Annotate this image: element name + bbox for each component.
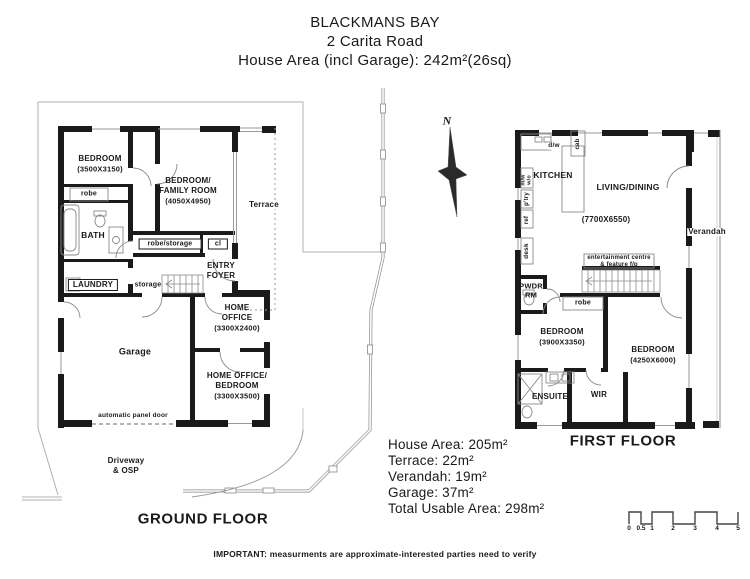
first-floor-title: FIRST FLOOR	[569, 432, 677, 450]
scale-label-4: 4	[715, 525, 719, 532]
gf-home-office-label-2: OFFICE	[221, 313, 253, 322]
ff-cab-label: cab	[575, 138, 581, 150]
ground-floor-doors	[63, 163, 241, 373]
ff-pwdr-label-1: PWDR	[519, 281, 543, 291]
ff-ensuite-label: ENSUITE	[531, 392, 569, 401]
ff-bedroom2-dim: (4250X6000)	[630, 355, 676, 365]
north-label: N	[442, 113, 452, 128]
ff-ref-label: ref	[524, 215, 530, 225]
ground-floor-stairs	[161, 274, 204, 294]
gf-garage-label: Garage	[118, 346, 152, 357]
area-total: Total Usable Area: 298m²	[388, 501, 545, 516]
ff-pwdr-label-2: RM	[524, 290, 538, 300]
gf-terrace-label: Terrace	[247, 200, 281, 209]
ff-entertainment-label-1: entertainment centre	[587, 255, 651, 261]
north-arrow	[437, 126, 468, 218]
street-address: 2 Carita Road	[326, 33, 424, 50]
scale-bar	[628, 511, 739, 525]
ff-wir-label: WIR	[590, 390, 608, 399]
area-summary: House Area: 205m² Terrace: 22m² Verandah…	[388, 437, 544, 517]
ff-living-label: LIVING/DINING	[596, 181, 660, 192]
ff-bedroom2-label: BEDROOM	[631, 345, 675, 354]
area-terrace: Terrace: 22m²	[388, 453, 474, 468]
scale-label-0: 0	[627, 525, 631, 532]
gf-robe-label: robe	[81, 190, 97, 198]
gf-entry-label-2: FOYER	[206, 271, 236, 280]
gf-family-dim: (4050X4950)	[165, 196, 211, 206]
area-house: House Area: 205m²	[388, 437, 508, 452]
gf-driveway-label-2: & OSP	[113, 466, 139, 475]
first-floor-doors	[542, 165, 690, 387]
first-floor-stairs	[581, 269, 661, 293]
gf-home-office-dim: (3300X2400)	[214, 323, 260, 333]
ground-floor-windows	[60, 127, 262, 424]
ff-pantry-label: p'try	[524, 192, 530, 206]
area-garage: Garage: 37m²	[388, 485, 474, 500]
scale-label-1: 1	[650, 525, 654, 532]
gf-hob-label-2: BEDROOM	[215, 381, 259, 390]
ff-wo-label: w/o	[526, 175, 533, 185]
gf-bedroom-dim: (3500X3150)	[77, 164, 123, 174]
fence-line	[183, 88, 386, 494]
gf-entry-label-1: ENTRY	[207, 261, 235, 270]
gf-robe-storage-label: robe/storage	[138, 238, 202, 250]
ground-floor-title: GROUND FLOOR	[137, 510, 269, 528]
first-floor-windows	[517, 132, 708, 426]
gf-bath-label: BATH	[81, 229, 105, 240]
ff-robe-label: robe	[575, 299, 591, 307]
gf-home-office-label-1: HOME	[224, 303, 250, 312]
gf-auto-door-label: automatic panel door	[96, 411, 170, 420]
terrace-dotted-edge	[240, 128, 276, 311]
ff-bedroom1-label: BEDROOM	[540, 327, 584, 336]
gf-laundry-label: LAUNDRY	[67, 279, 119, 291]
first-floor-fixtures	[517, 130, 655, 419]
area-verandah: Verandah: 19m²	[388, 469, 487, 484]
gf-cl-label: cl	[207, 238, 229, 250]
scale-label-2: 2	[671, 525, 675, 532]
ff-desk-label: desk	[522, 243, 530, 259]
gf-hob-dim: (3300X3500)	[214, 391, 260, 401]
ff-verandah-label: Verandah	[687, 227, 727, 236]
house-area-line: House Area (incl Garage): 242m²(26sq)	[238, 52, 512, 69]
verandah-edge	[716, 130, 721, 428]
ff-entertainment-label-2: & feature f/p	[600, 262, 638, 268]
plan-header: BLACKMANS BAY 2 Carita Road House Area (…	[0, 13, 750, 70]
gf-family-label-1: BEDROOM/	[165, 176, 211, 185]
disclaimer-text: IMPORTANT: measurments are approximate-i…	[213, 549, 537, 559]
ff-kitchen-label: KITCHEN	[533, 169, 573, 180]
gf-family-label-2: FAMILY ROOM	[159, 186, 217, 195]
driveway-line	[191, 408, 304, 498]
scale-label-5: 5	[736, 525, 740, 532]
gf-bedroom-label: BEDROOM	[78, 154, 122, 163]
ff-dw-label: d/w	[548, 141, 560, 150]
gf-storage-label: storage	[134, 281, 162, 289]
ff-bedroom1-dim: (3900X3350)	[539, 337, 585, 347]
suburb-title: BLACKMANS BAY	[310, 14, 440, 31]
ff-living-dim: (7700X6550)	[581, 215, 631, 224]
scale-label-3: 3	[693, 525, 697, 532]
scale-label-05: 0.5	[636, 525, 646, 532]
ground-floor-fixtures	[60, 187, 124, 292]
gf-hob-label-1: HOME OFFICE/	[206, 371, 268, 380]
gf-driveway-label-1: Driveway	[107, 456, 145, 465]
property-boundary-lines	[22, 101, 382, 501]
